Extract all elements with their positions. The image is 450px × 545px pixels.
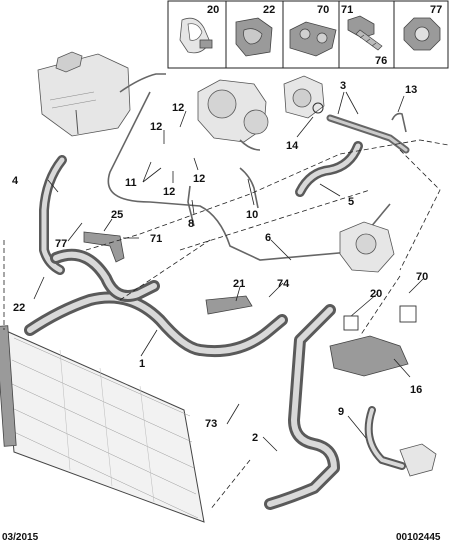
callout-4: 4 xyxy=(12,175,19,187)
legend-label-77: 77 xyxy=(430,4,442,16)
expansion-tank xyxy=(37,51,166,137)
callout-6: 6 xyxy=(265,232,271,244)
callout-8: 8 xyxy=(188,218,194,230)
hose-upper-loop xyxy=(50,248,160,302)
callout-73: 73 xyxy=(205,418,217,430)
callout-3: 3 xyxy=(340,80,346,92)
dashed-guides xyxy=(3,139,450,511)
callout-12-b: 12 xyxy=(150,121,162,133)
callout-14: 14 xyxy=(286,140,299,152)
hose-5 xyxy=(295,141,363,197)
twin-hose-clip-icon xyxy=(289,21,337,57)
turbocharger xyxy=(197,79,269,151)
footer-reference: 00102445 xyxy=(396,532,441,543)
legend-label-70: 70 xyxy=(317,4,329,16)
clip-bracket-icon xyxy=(235,17,273,57)
bracket-25 xyxy=(83,231,125,263)
bracket-21 xyxy=(205,295,253,315)
legend-label-20: 20 xyxy=(207,4,219,16)
hose-4 xyxy=(39,155,67,275)
callout-10: 10 xyxy=(246,209,258,221)
water-pump xyxy=(339,221,395,273)
sensor-13 xyxy=(391,112,407,133)
callouts: 3 13 14 12 12 11 12 12 8 10 5 4 25 77 71… xyxy=(12,80,428,444)
clip-70-marker xyxy=(399,305,417,323)
pipe-6 xyxy=(107,91,391,261)
footer-date: 03/2015 xyxy=(2,532,39,543)
pipe-10 xyxy=(239,167,259,209)
bracket-16 xyxy=(329,335,409,377)
hose-clip-icon xyxy=(179,17,213,54)
parts-legend: 20 22 70 71 76 77 xyxy=(167,0,449,69)
callout-71: 71 xyxy=(150,233,162,245)
hose-2 xyxy=(264,304,340,510)
callout-2: 2 xyxy=(252,432,258,444)
callout-5: 5 xyxy=(348,196,354,208)
callout-16: 16 xyxy=(410,384,422,396)
leader-lines xyxy=(33,91,424,452)
pipe-8 xyxy=(187,185,195,227)
callout-9: 9 xyxy=(338,406,344,418)
callout-25: 25 xyxy=(111,209,123,221)
callout-13: 13 xyxy=(405,84,417,96)
callout-12-c: 12 xyxy=(163,186,175,198)
legend-label-76: 76 xyxy=(375,55,387,67)
callout-70: 70 xyxy=(416,271,428,283)
fitting-9 xyxy=(399,443,437,477)
legend-label-71: 71 xyxy=(341,4,353,16)
callout-11: 11 xyxy=(125,177,137,189)
legend-label-22: 22 xyxy=(263,4,275,16)
hose-1 xyxy=(24,291,288,358)
thermostat-housing xyxy=(283,75,325,119)
callout-20: 20 xyxy=(370,288,382,300)
clip-20-marker xyxy=(343,315,359,331)
callout-74: 74 xyxy=(277,278,290,290)
callout-77: 77 xyxy=(55,238,67,250)
callout-1: 1 xyxy=(139,358,145,370)
callout-12-d: 12 xyxy=(193,173,205,185)
radiator xyxy=(0,325,205,523)
hose-9 xyxy=(364,406,406,470)
bolt-icon xyxy=(347,15,383,51)
callout-22: 22 xyxy=(13,302,25,314)
callout-21: 21 xyxy=(233,278,245,290)
callout-12-a: 12 xyxy=(172,102,184,114)
nut-icon xyxy=(403,17,441,51)
